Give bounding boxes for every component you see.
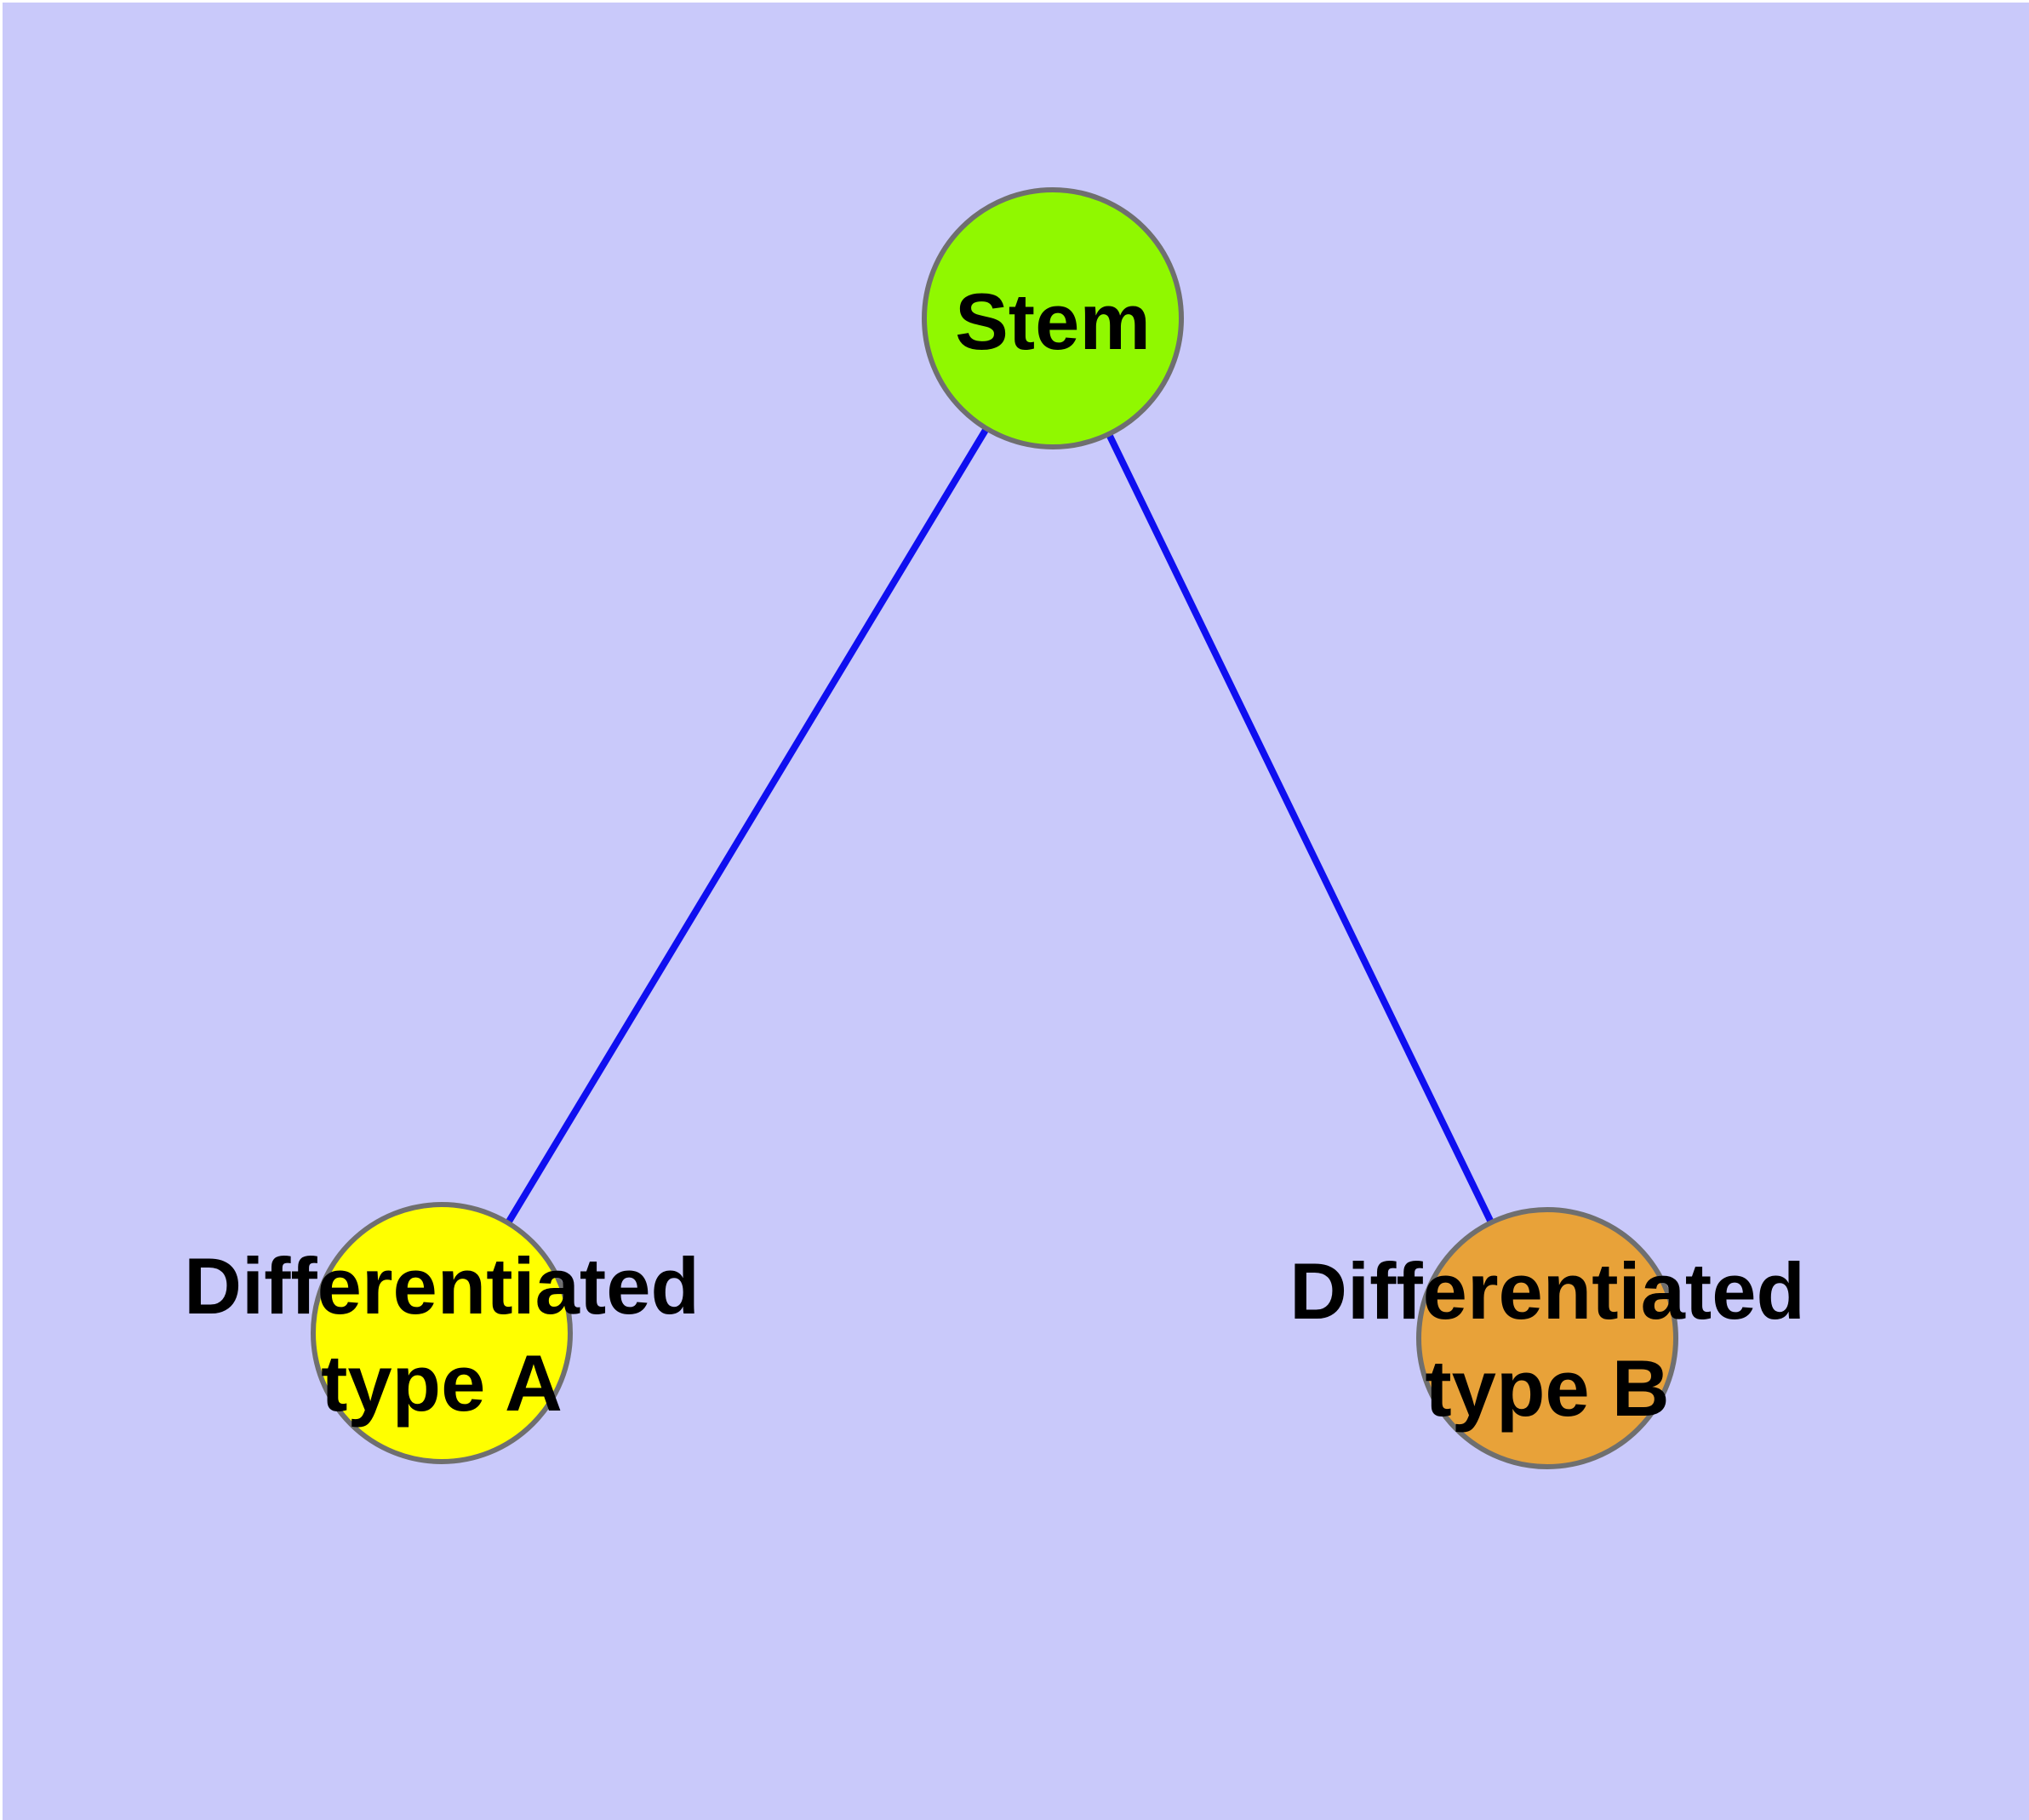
edge-stem-to-type-b bbox=[1049, 317, 1551, 1340]
node-type-a-label-line2: type A bbox=[321, 1338, 563, 1428]
node-stem-label: Stem bbox=[955, 277, 1151, 366]
edge-stem-to-type-a bbox=[438, 316, 1056, 1336]
node-type-b-label-line2: type B bbox=[1425, 1343, 1669, 1433]
node-differentiated-type-a bbox=[311, 1202, 573, 1464]
node-type-b-label-line1: Differentiated bbox=[1289, 1246, 1805, 1336]
node-stem bbox=[922, 187, 1184, 449]
node-differentiated-type-b bbox=[1416, 1207, 1678, 1469]
node-type-a-label-line1: Differentiated bbox=[184, 1241, 700, 1331]
